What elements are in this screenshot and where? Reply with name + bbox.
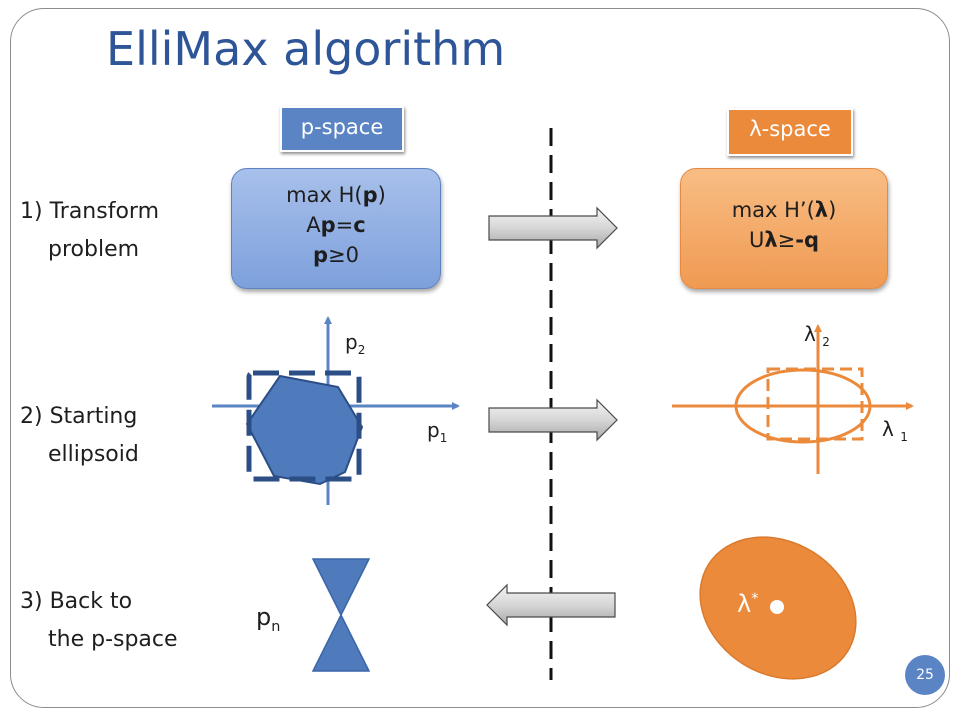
p-problem-box: max H(p) Ap=c p≥0 — [231, 168, 441, 289]
p-objective: max H(p) — [286, 183, 386, 207]
lambda-objective: max H’(λ) — [731, 198, 837, 222]
p2-axis-label: p2 — [345, 330, 366, 357]
feasible-polytope — [245, 374, 364, 486]
inner-box-dashed — [766, 367, 864, 441]
pn-double-cone — [311, 558, 371, 672]
bounding-box-dashed — [246, 370, 362, 482]
ellipsoid-arrow-right — [488, 398, 618, 442]
optimum-point — [770, 600, 784, 614]
transform-arrow-right — [488, 206, 618, 250]
lambda-space-tag: λ-space — [727, 108, 853, 156]
slide-title: ElliMax algorithm — [106, 22, 506, 76]
slide-frame — [10, 8, 950, 708]
lambda-problem-box: max H’(λ) Uλ≥-q — [680, 168, 888, 289]
lambda1-axis-label: λ 1 — [882, 417, 908, 444]
starting-ellipsoid — [734, 368, 872, 444]
lambda-star-label: λ* — [737, 590, 759, 618]
lambda-constraint: Uλ≥-q — [748, 228, 820, 252]
lambda2-axis-label: λ 2 — [804, 322, 830, 349]
p-space-tag: p-space — [280, 106, 404, 152]
page-number-badge: 25 — [905, 655, 945, 695]
p1-axis-label: p1 — [427, 418, 448, 445]
p-equality-constraint: Ap=c — [306, 213, 366, 237]
p-nonnegativity-constraint: p≥0 — [312, 243, 359, 267]
pn-label: pn — [256, 603, 281, 635]
back-arrow-left — [486, 583, 616, 627]
